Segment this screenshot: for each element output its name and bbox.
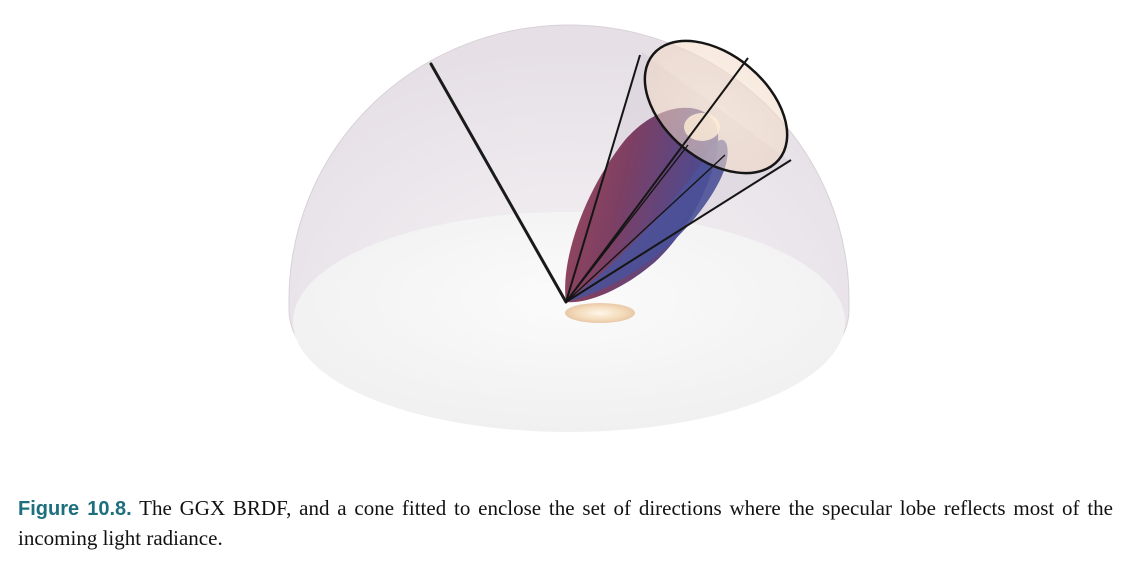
figure-caption: Figure 10.8. The GGX BRDF, and a cone fi…: [18, 494, 1113, 553]
reflection-axis-line: [565, 57, 749, 303]
ggx-brdf-figure: [288, 24, 850, 432]
figure-caption-text: The GGX BRDF, and a cone fitted to enclo…: [18, 496, 1113, 550]
surface-highlight: [565, 303, 635, 323]
figure-label: Figure 10.8.: [18, 498, 132, 520]
cone-outline: [565, 39, 792, 303]
incoming-light-ray-icon: [429, 62, 568, 304]
